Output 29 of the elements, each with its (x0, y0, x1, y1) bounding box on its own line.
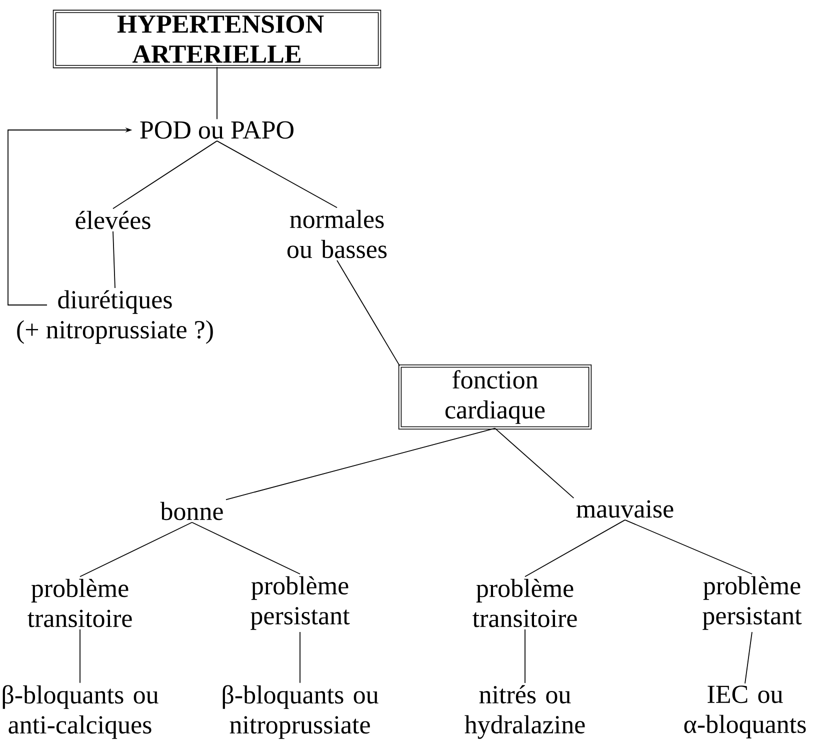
branch-label: POD ou PAPO (140, 121, 294, 139)
branch-label: IEC ou α-bloquants (684, 686, 806, 738)
connector-line (216, 140, 338, 208)
branch-label: élevées (76, 210, 150, 230)
branch-label: mauvaise (576, 500, 674, 518)
connector-line (80, 522, 192, 578)
connector-line (226, 428, 496, 500)
branch-label: bonne (160, 502, 223, 520)
branch-label: problème transitoire (472, 578, 577, 628)
title-box: HYPERTENSION ARTERIELLE (52, 10, 382, 68)
connector-line (216, 66, 218, 120)
branch-label: β-bloquants ou anti-calciques (2, 685, 158, 739)
branch-label: normales ou basses (287, 210, 387, 258)
connector-line (112, 230, 116, 288)
branch-label: problème transitoire (28, 578, 132, 628)
connector-line (524, 628, 526, 684)
connector-line (112, 140, 218, 210)
connector-line (192, 522, 300, 574)
connector-line (494, 428, 574, 499)
branch-label: β-bloquants ou nitroprussiate (222, 685, 378, 739)
connector-line (524, 520, 626, 578)
process-box: fonction cardiaque (398, 364, 592, 430)
branch-label: nitrés ou hydralazine (464, 685, 585, 739)
connector-line (336, 260, 400, 366)
connector-line (624, 520, 752, 574)
branch-label: problème persistant (250, 576, 350, 630)
branch-label: diurétiques (+ nitroprussiate ?) (17, 290, 213, 344)
connector-line (744, 632, 752, 684)
branch-label: problème persistant (702, 576, 802, 630)
